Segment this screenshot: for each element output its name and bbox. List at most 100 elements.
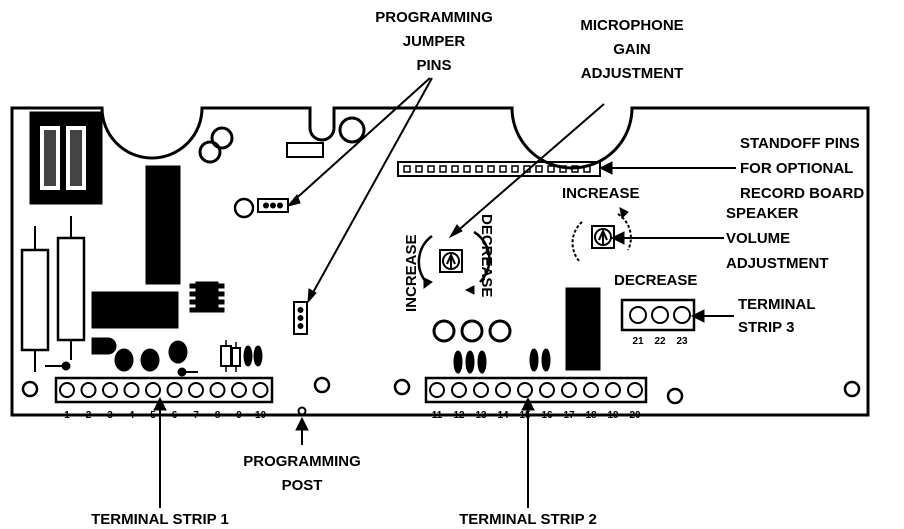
- terminal-number: 15: [519, 410, 531, 421]
- terminal-number: 21: [632, 336, 644, 347]
- standoff-pin: [583, 165, 591, 173]
- terminal-number: 12: [453, 410, 465, 421]
- terminal-screw: [605, 382, 621, 398]
- terminal-number: 18: [585, 410, 597, 421]
- terminal-screw: [429, 382, 445, 398]
- terminal-number: 20: [629, 410, 641, 421]
- terminal-screw: [495, 382, 511, 398]
- svg-text:PROGRAMMING: PROGRAMMING: [243, 453, 361, 470]
- svg-text:RECORD BOARD: RECORD BOARD: [740, 185, 864, 202]
- svg-text:MICROPHONE: MICROPHONE: [580, 17, 683, 34]
- label-speaker-volume: SPEAKER VOLUME ADJUSTMENT: [726, 205, 829, 272]
- label-standoff-pins: STANDOFF PINS FOR OPTIONAL RECORD BOARD: [740, 135, 864, 202]
- svg-text:STANDOFF PINS: STANDOFF PINS: [740, 135, 860, 152]
- terminal-number: 9: [236, 410, 242, 421]
- standoff-pin: [427, 165, 435, 173]
- terminal-screw: [539, 382, 555, 398]
- terminal-screw: [145, 382, 161, 398]
- label-programming-jumper-pins: PROGRAMMING JUMPER PINS: [375, 9, 493, 74]
- svg-text:GAIN: GAIN: [613, 41, 651, 58]
- transformer: [29, 111, 103, 205]
- standoff-pin-header: [397, 161, 601, 177]
- standoff-pin: [475, 165, 483, 173]
- led-ring: [460, 319, 484, 343]
- microphone-gain-potentiometer: [417, 230, 491, 295]
- label-speaker-increase: INCREASE: [562, 185, 640, 202]
- terminal-number: 22: [654, 336, 666, 347]
- terminal-screw: [80, 382, 97, 398]
- led-ring: [432, 319, 456, 343]
- terminal-screw: [102, 382, 118, 398]
- svg-text:ADJUSTMENT: ADJUSTMENT: [726, 255, 829, 272]
- terminal-number: 2: [86, 410, 92, 421]
- transistor: [465, 350, 475, 374]
- terminal-screw: [627, 382, 643, 398]
- led-ring: [488, 319, 512, 343]
- terminal-number: 10: [255, 410, 267, 421]
- mounting-hole: [313, 376, 331, 394]
- standoff-pin: [511, 165, 519, 173]
- terminal-number: 11: [432, 410, 443, 421]
- terminal-screw: [629, 306, 647, 324]
- terminal-screw: [209, 382, 226, 398]
- terminal-number: 19: [607, 410, 619, 421]
- slot-component: [286, 142, 324, 158]
- label-terminal-strip-2: TERMINAL STRIP 2: [459, 511, 597, 528]
- standoff-pin: [535, 165, 543, 173]
- relay-block: [565, 287, 601, 371]
- terminal-number: 23: [676, 336, 688, 347]
- terminal-screw: [59, 382, 75, 398]
- mount-ring: [233, 197, 255, 219]
- standoff-pin: [487, 165, 495, 173]
- mounting-hole: [666, 387, 684, 405]
- terminal-number: 4: [129, 410, 135, 421]
- label-mic-decrease: DECREASE: [478, 214, 495, 297]
- programming-post: [297, 406, 307, 416]
- svg-text:PINS: PINS: [416, 57, 451, 74]
- terminal-number: 5: [150, 410, 156, 421]
- standoff-pin: [463, 165, 471, 173]
- svg-text:TERMINAL: TERMINAL: [738, 296, 816, 313]
- svg-text:VOLUME: VOLUME: [726, 230, 790, 247]
- standoff-pin: [547, 165, 555, 173]
- capacitor-ring: [210, 126, 234, 150]
- mounting-hole: [21, 380, 39, 398]
- standoff-pin: [451, 165, 459, 173]
- terminal-number: 8: [215, 410, 221, 421]
- svg-text:JUMPER: JUMPER: [403, 33, 466, 50]
- transistor: [477, 350, 487, 374]
- transistor: [253, 345, 263, 367]
- terminal-screw: [651, 306, 669, 324]
- mounting-hole: [843, 380, 861, 398]
- transistor: [114, 348, 134, 372]
- standoff-pin: [415, 165, 423, 173]
- terminal-number: 1: [64, 410, 70, 421]
- transistor: [168, 340, 188, 364]
- terminal-number: 13: [475, 410, 487, 421]
- programming-jumper-lower: [293, 301, 308, 335]
- capacitor-cylinder: [20, 248, 50, 352]
- terminal-number: 6: [172, 410, 178, 421]
- transistor: [541, 348, 551, 372]
- label-speaker-decrease: DECREASE: [614, 272, 697, 289]
- standoff-pin: [403, 165, 411, 173]
- capacitor-cylinder: [56, 236, 86, 342]
- terminal-screw: [451, 382, 467, 398]
- svg-text:SPEAKER: SPEAKER: [726, 205, 799, 222]
- terminal-screw: [517, 382, 533, 398]
- standoff-pin: [571, 165, 579, 173]
- terminal-strip-3: 21 22 23: [620, 298, 696, 347]
- terminal-screw: [166, 382, 183, 398]
- label-microphone-gain: MICROPHONE GAIN ADJUSTMENT: [580, 17, 683, 82]
- svg-text:STRIP 3: STRIP 3: [738, 319, 794, 336]
- terminal-screw: [123, 382, 140, 398]
- capacitor-ring: [338, 116, 366, 144]
- ic-chip-wide: [91, 291, 179, 329]
- terminal-number: 7: [193, 410, 199, 421]
- diode: [220, 340, 241, 372]
- leader-lines: [153, 77, 736, 508]
- terminal-number: 16: [541, 410, 553, 421]
- standoff-pin: [439, 165, 447, 173]
